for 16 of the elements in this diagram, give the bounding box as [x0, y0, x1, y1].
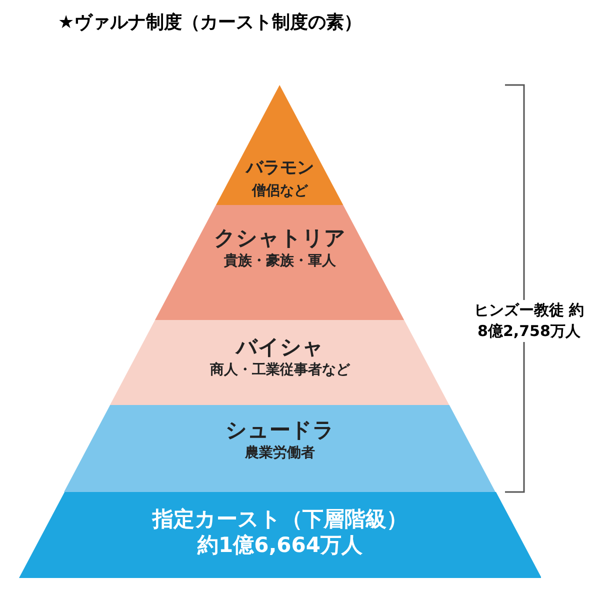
tier-description: 約1億6,664万人: [197, 532, 363, 558]
pyramid-tier: [216, 85, 344, 205]
pyramid-tier: [110, 320, 450, 405]
tier-description: 商人・工業従事者など: [210, 360, 350, 380]
tier-name: シュードラ: [225, 417, 334, 443]
tier-description: 貴族・豪族・軍人: [224, 252, 336, 271]
tier-description: 農業労働者: [244, 444, 315, 463]
tier-description: 僧侶など: [252, 182, 308, 201]
diagram-title: ★ヴァルナ制度（カースト制度の素）: [58, 11, 362, 34]
pyramid-tier: [155, 205, 405, 320]
tier-name: バラモン: [246, 157, 314, 180]
pyramid-tier: [18, 492, 542, 578]
tier-name: バイシャ: [236, 334, 324, 360]
tier-name: クシャトリア: [214, 225, 346, 251]
tier-name: 指定カースト（下層階級）: [152, 506, 408, 532]
pyramid-tier: [64, 405, 496, 492]
